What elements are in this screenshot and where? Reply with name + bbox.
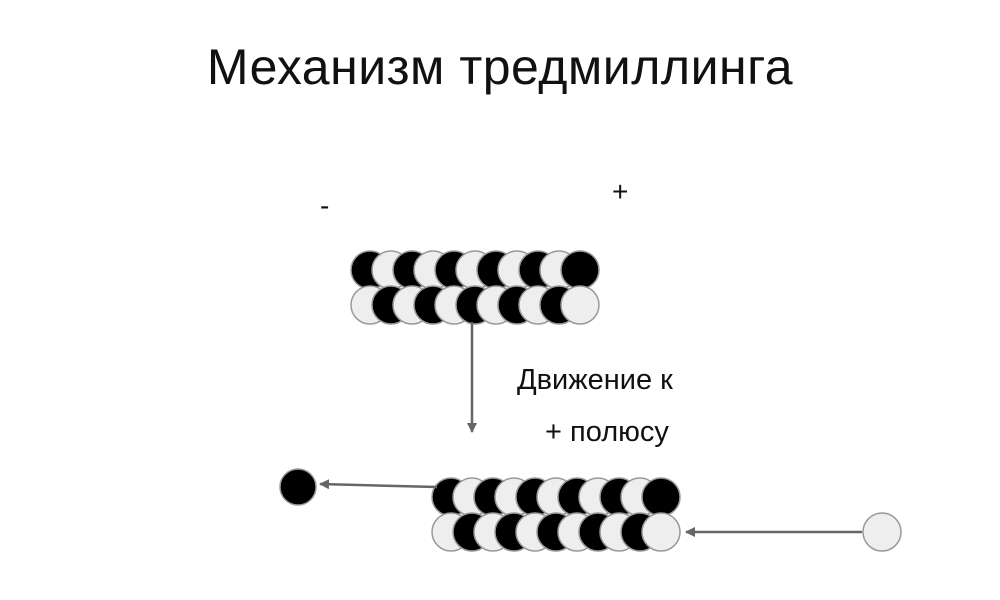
dark-subunit — [560, 250, 600, 290]
initial-filament — [350, 250, 600, 325]
shifted-filament — [431, 477, 681, 552]
plus-end-label: + — [612, 176, 629, 207]
dark-subunit — [641, 477, 681, 517]
light-subunit — [560, 285, 600, 325]
released-subunit-dark — [279, 468, 317, 506]
depolymerization-arrow — [319, 479, 438, 490]
incoming-subunit-light — [862, 512, 902, 552]
diagram-title: Механизм тредмиллинга — [206, 39, 794, 95]
movement-caption-line2: + полюсу — [545, 416, 669, 448]
minus-end-label: - — [320, 190, 330, 221]
movement-caption-line1: Движение к — [517, 364, 673, 396]
light-subunit — [641, 512, 681, 552]
